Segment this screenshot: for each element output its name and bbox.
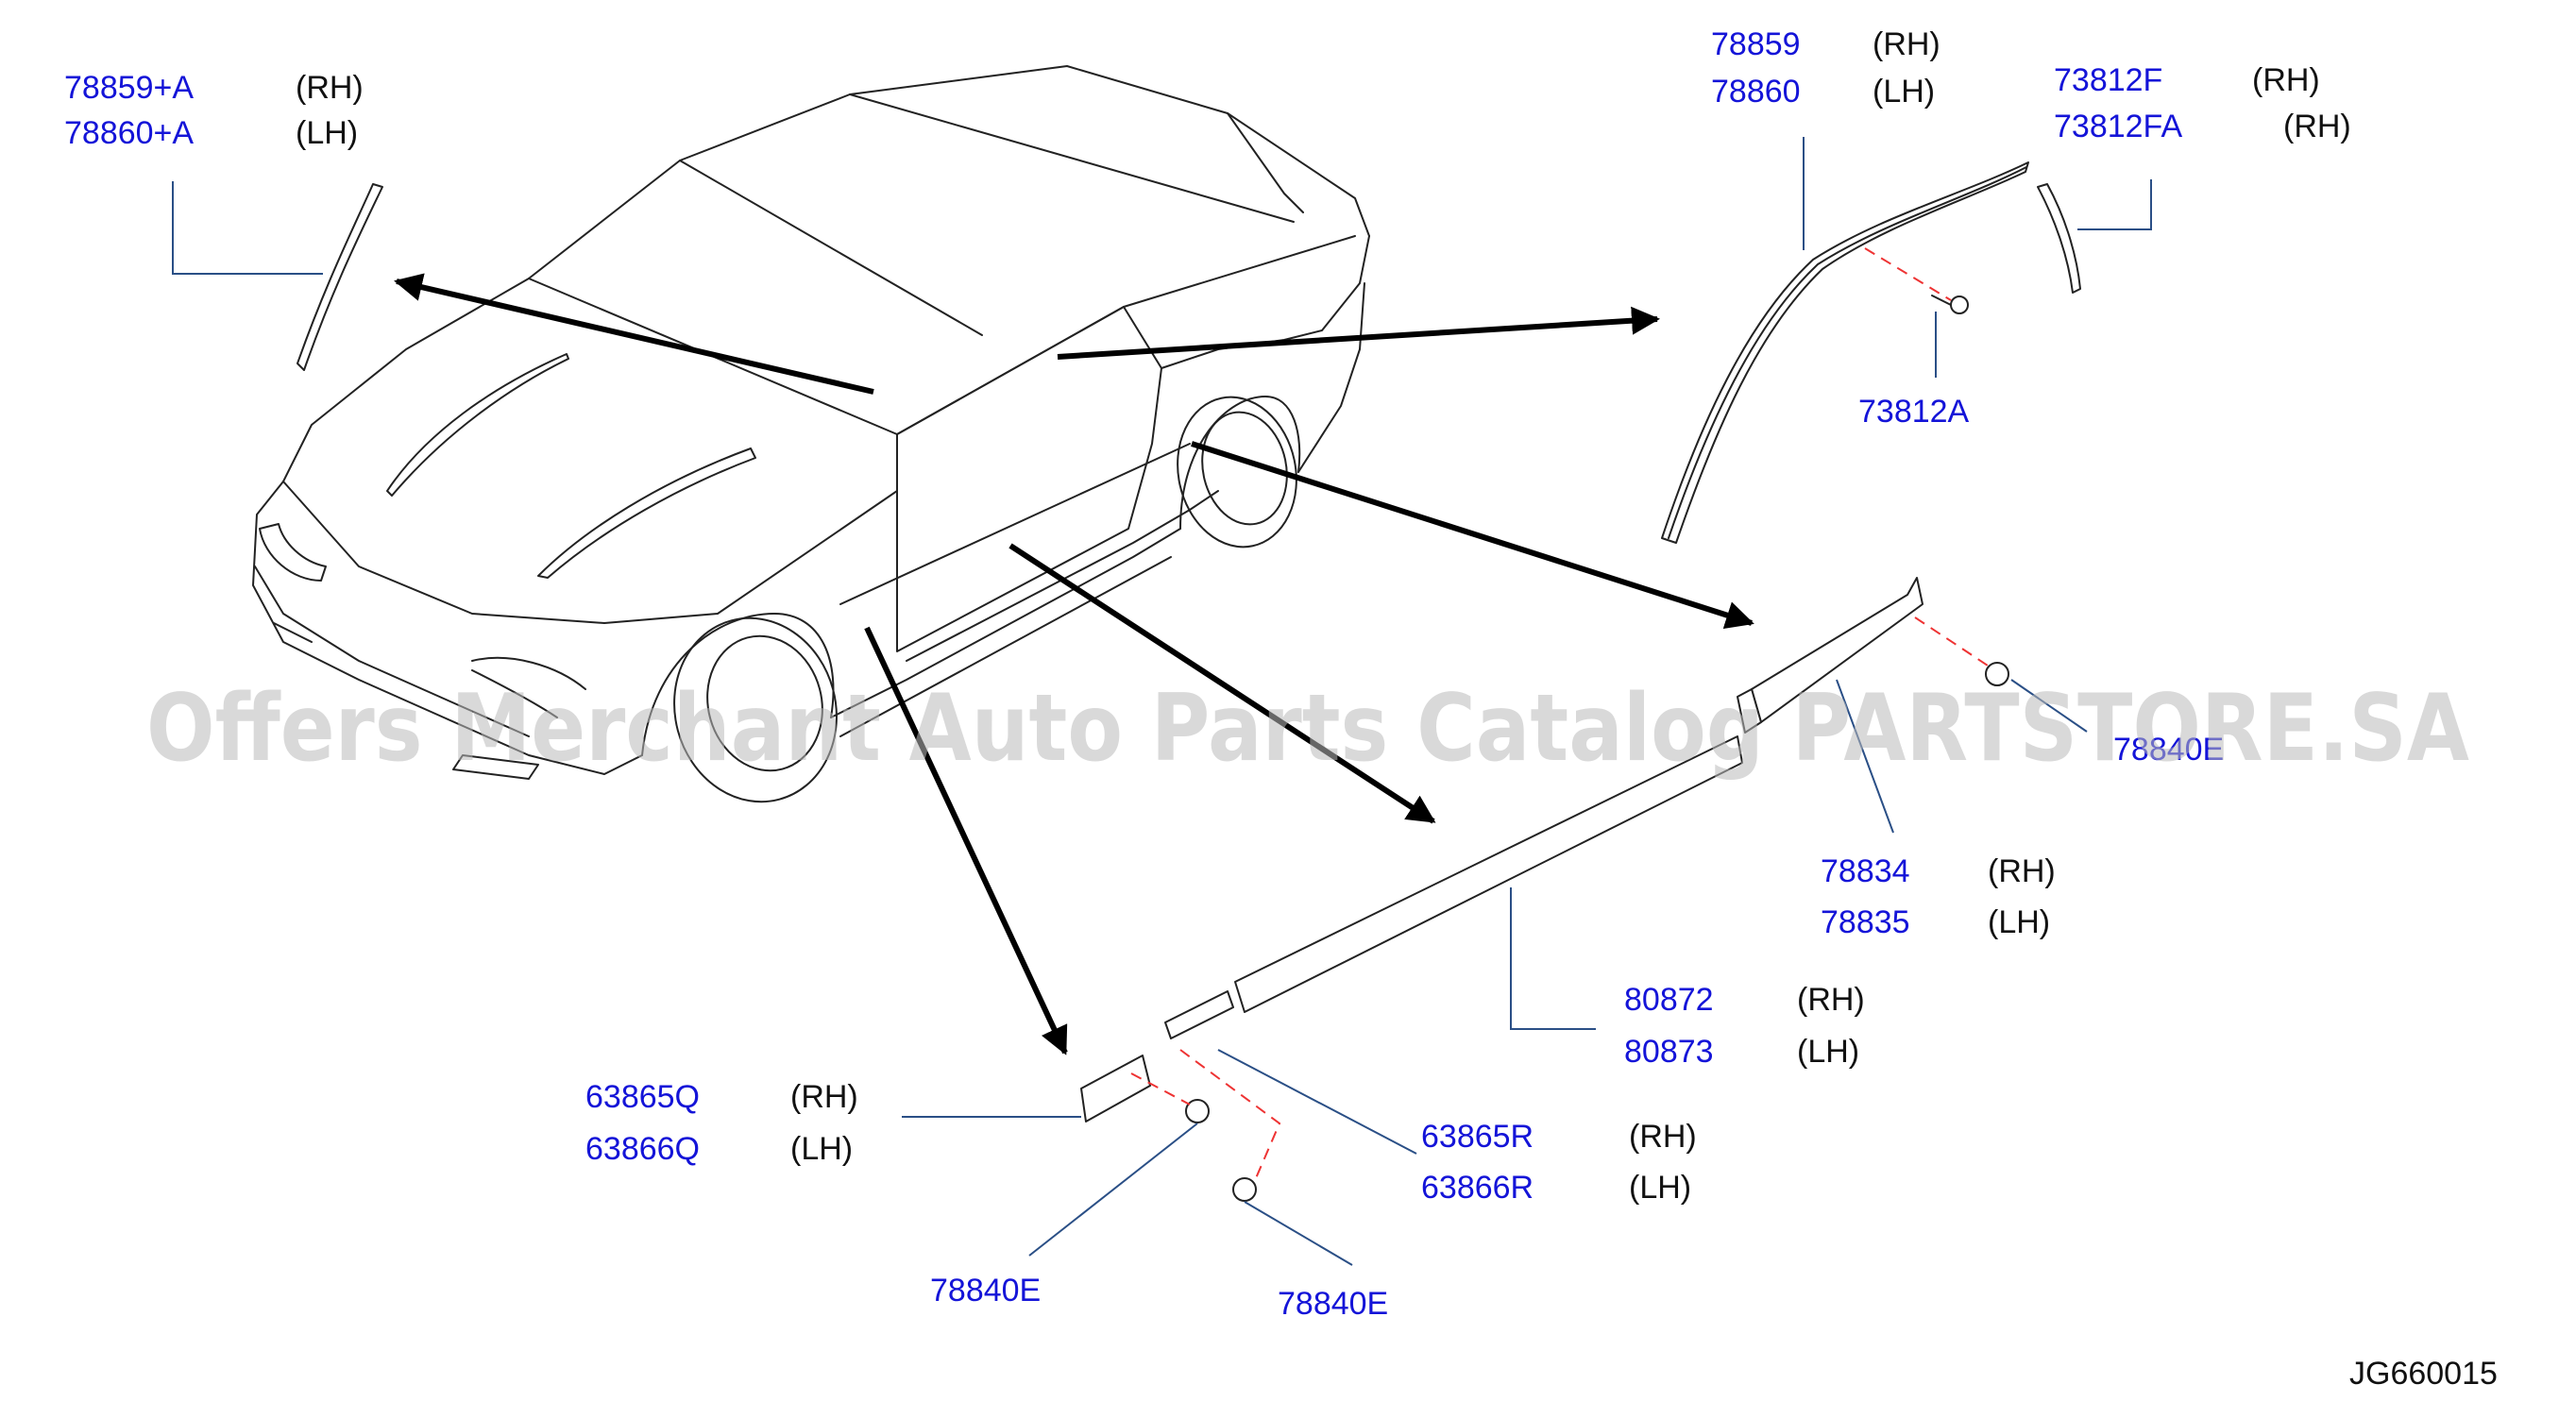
side-label: (RH)	[2252, 62, 2320, 98]
callout-sill-end: 63865R (RH) 63866R (LH)	[1421, 1119, 1697, 1206]
side-label: (RH)	[1873, 26, 1940, 62]
clip-rear	[1985, 662, 2009, 686]
callout-quarter-pillar: 73812F (RH) 73812FA (RH)	[2054, 62, 2351, 144]
front-pillar-moulding	[297, 183, 383, 371]
part-number-78860[interactable]: 78860	[1711, 74, 1801, 110]
side-label: (LH)	[1873, 74, 1935, 110]
callout-front-clip-1: 78840E	[930, 1273, 1041, 1308]
arrow-to-roof-moulding	[1057, 306, 1660, 360]
callout-front-cover: 63865Q (RH) 63866Q (LH)	[585, 1079, 858, 1167]
watermark: Offers Merchant Auto Parts Catalog PARTS…	[146, 675, 2469, 783]
side-label: (LH)	[1797, 1034, 1859, 1070]
part-number-78859[interactable]: 78859	[1711, 26, 1801, 62]
car-illustration	[252, 65, 1370, 803]
rear-sill-moulding	[1737, 577, 1924, 734]
side-label: (RH)	[790, 1079, 858, 1115]
side-label: (RH)	[2283, 109, 2351, 144]
part-number-63865R[interactable]: 63865R	[1421, 1119, 1534, 1155]
part-number-80872[interactable]: 80872	[1624, 982, 1714, 1018]
part-number-73812A[interactable]: 73812A	[1858, 394, 1970, 430]
side-label: (LH)	[296, 115, 358, 151]
arrow-to-rear-sill-moulding	[1191, 441, 1754, 630]
part-number-73812FA[interactable]: 73812FA	[2054, 109, 2182, 144]
part-number-78835[interactable]: 78835	[1821, 904, 1910, 940]
part-number-80873[interactable]: 80873	[1624, 1034, 1714, 1070]
direction-arrows	[394, 273, 1754, 1055]
arrow-to-front-moulding	[394, 273, 874, 395]
moulding-screw	[1931, 295, 1969, 314]
side-label: (RH)	[1797, 982, 1865, 1018]
part-number-78860A[interactable]: 78860+A	[64, 115, 194, 151]
front-sill-cover	[1080, 1055, 1151, 1122]
callout-front-clip-2: 78840E	[1278, 1286, 1388, 1322]
quarter-pillar-moulding	[2037, 183, 2081, 294]
side-label: (LH)	[1988, 904, 2050, 940]
side-label: (LH)	[1629, 1170, 1691, 1206]
side-label: (RH)	[1988, 853, 2056, 889]
part-number-78834[interactable]: 78834	[1821, 853, 1910, 889]
part-number-78859A[interactable]: 78859+A	[64, 70, 194, 106]
arrow-to-front-cover	[864, 626, 1068, 1055]
side-label: (RH)	[296, 70, 364, 106]
side-label: (RH)	[1629, 1119, 1697, 1155]
diagram-code: JG660015	[2349, 1356, 2498, 1392]
part-number-63865Q[interactable]: 63865Q	[585, 1079, 700, 1115]
arrow-to-sill-moulding	[1008, 543, 1436, 824]
side-sill-moulding	[1164, 735, 1743, 1039]
part-number-63866R[interactable]: 63866R	[1421, 1170, 1534, 1206]
part-number-78840E[interactable]: 78840E	[930, 1273, 1041, 1308]
clip-front-2	[1232, 1177, 1257, 1202]
part-number-78840E[interactable]: 78840E	[2113, 732, 2224, 768]
part-number-63866Q[interactable]: 63866Q	[585, 1131, 700, 1167]
callout-rear-sill: 78834 (RH) 78835 (LH)	[1821, 853, 2056, 940]
callout-roof-moulding: 78859 (RH) 78860 (LH)	[1711, 26, 1940, 110]
part-number-73812F[interactable]: 73812F	[2054, 62, 2162, 98]
callout-front-pillar: 78859+A (RH) 78860+A (LH)	[64, 70, 364, 151]
side-label: (LH)	[790, 1131, 853, 1167]
part-number-78840E[interactable]: 78840E	[1278, 1286, 1388, 1322]
callout-rear-clip: 78840E	[2113, 732, 2224, 768]
clip-front-1	[1185, 1099, 1210, 1123]
clip-alignment-lines	[1130, 247, 1989, 1179]
clips	[1185, 662, 2009, 1202]
roof-drip-moulding	[1661, 161, 2029, 544]
callout-screw: 73812A	[1858, 394, 1970, 430]
callout-sill-moulding: 80872 (RH) 80873 (LH)	[1624, 982, 1865, 1070]
leader-lines	[172, 137, 2152, 1266]
